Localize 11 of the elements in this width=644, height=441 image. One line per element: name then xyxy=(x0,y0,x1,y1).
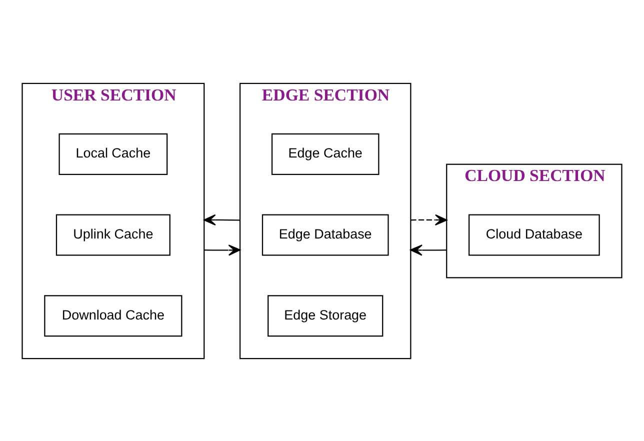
arrow xyxy=(410,214,448,226)
node-box: Local Cache xyxy=(58,132,168,174)
node-box: Cloud Database xyxy=(468,214,600,256)
node-box: Edge Cache xyxy=(271,132,380,174)
arrow xyxy=(410,244,447,256)
node-box: Uplink Cache xyxy=(56,214,170,256)
node-box: Download Cache xyxy=(44,294,182,336)
node-box: Edge Storage xyxy=(268,294,384,336)
node-box: Edge Database xyxy=(262,214,389,256)
arrow xyxy=(204,244,241,256)
arrow xyxy=(204,214,240,225)
